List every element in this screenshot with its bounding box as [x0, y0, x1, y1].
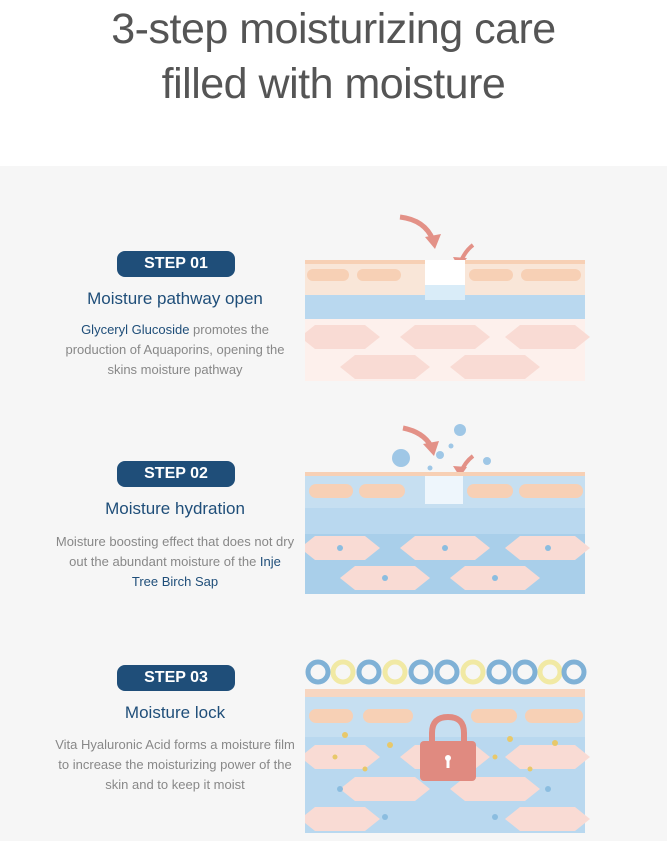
ingredient-highlight: Inje Tree Birch Sap	[131, 554, 281, 589]
step-description: Moisture boosting effect that does not d…	[55, 532, 295, 592]
moisture-lock-illustration	[305, 659, 590, 833]
step-badge: STEP 02	[117, 461, 235, 487]
step-badge: STEP 03	[117, 665, 235, 691]
step-heading: Moisture hydration	[105, 499, 245, 518]
arrow-icon	[402, 425, 475, 477]
description-text: Moisture boosting effect that does not d…	[55, 534, 295, 569]
step-heading: Moisture pathway open	[87, 289, 263, 308]
step-heading: Moisture lock	[124, 703, 226, 722]
description-text: promotes the production of Aquaporins, o…	[65, 322, 285, 377]
moisture-film-rings	[305, 659, 587, 685]
step-description: Vita Hyaluronic Acid forms a moisture fi…	[55, 737, 295, 792]
pathway-open-illustration	[305, 214, 590, 381]
title-line-2: filled with moisture	[161, 60, 506, 108]
ingredient-highlight: Glyceryl Glucoside	[81, 322, 190, 337]
lock-icon	[420, 713, 476, 781]
title-line-1: 3-step moisturizing care	[111, 5, 556, 53]
page-title: 3-step moisturizing care filled with moi…	[0, 0, 667, 112]
step-badge: STEP 01	[117, 251, 235, 277]
hydration-illustration	[305, 424, 590, 594]
step-description: Glyceryl Glucoside promotes the producti…	[55, 320, 295, 380]
